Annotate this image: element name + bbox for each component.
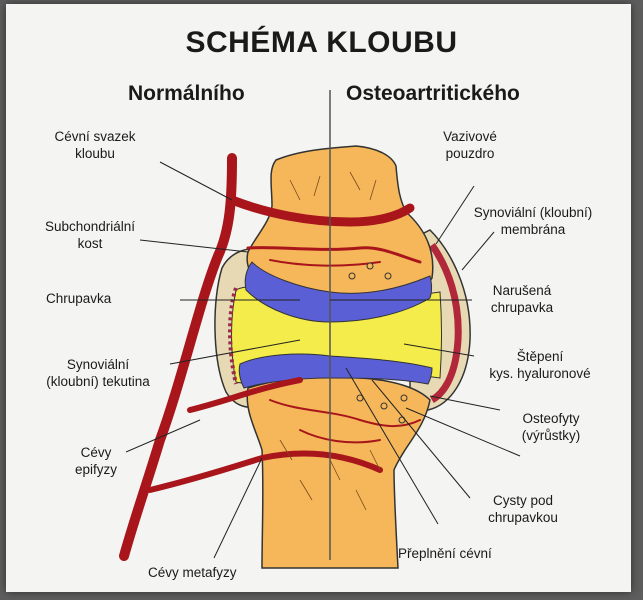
label-metaphysis-vessels: Cévy metafyzy [148, 565, 237, 580]
right-heading: Osteoartritického [346, 82, 520, 105]
bone-texture [279, 171, 381, 511]
label-osteophytes: Osteofyty(výrůstky) [521, 411, 581, 443]
label-cartilage: Chrupavka [46, 291, 112, 306]
leader-lines [125, 161, 521, 559]
blood-vessels [119, 153, 422, 561]
diagram-title: SCHÉMA KLOUBU [185, 26, 458, 59]
label-synovial-membrane: Synoviální (kloubní)membrána [473, 205, 593, 237]
synovial-membrane [429, 243, 462, 404]
left-heading: Normálního [128, 82, 245, 105]
synovial-lining-left [228, 287, 238, 385]
label-synovial-fluid: Synoviální(kloubní) tekutina [46, 357, 150, 389]
lower-bone [246, 375, 431, 569]
label-vascular-congestion: Přeplnění cévní [398, 546, 492, 561]
